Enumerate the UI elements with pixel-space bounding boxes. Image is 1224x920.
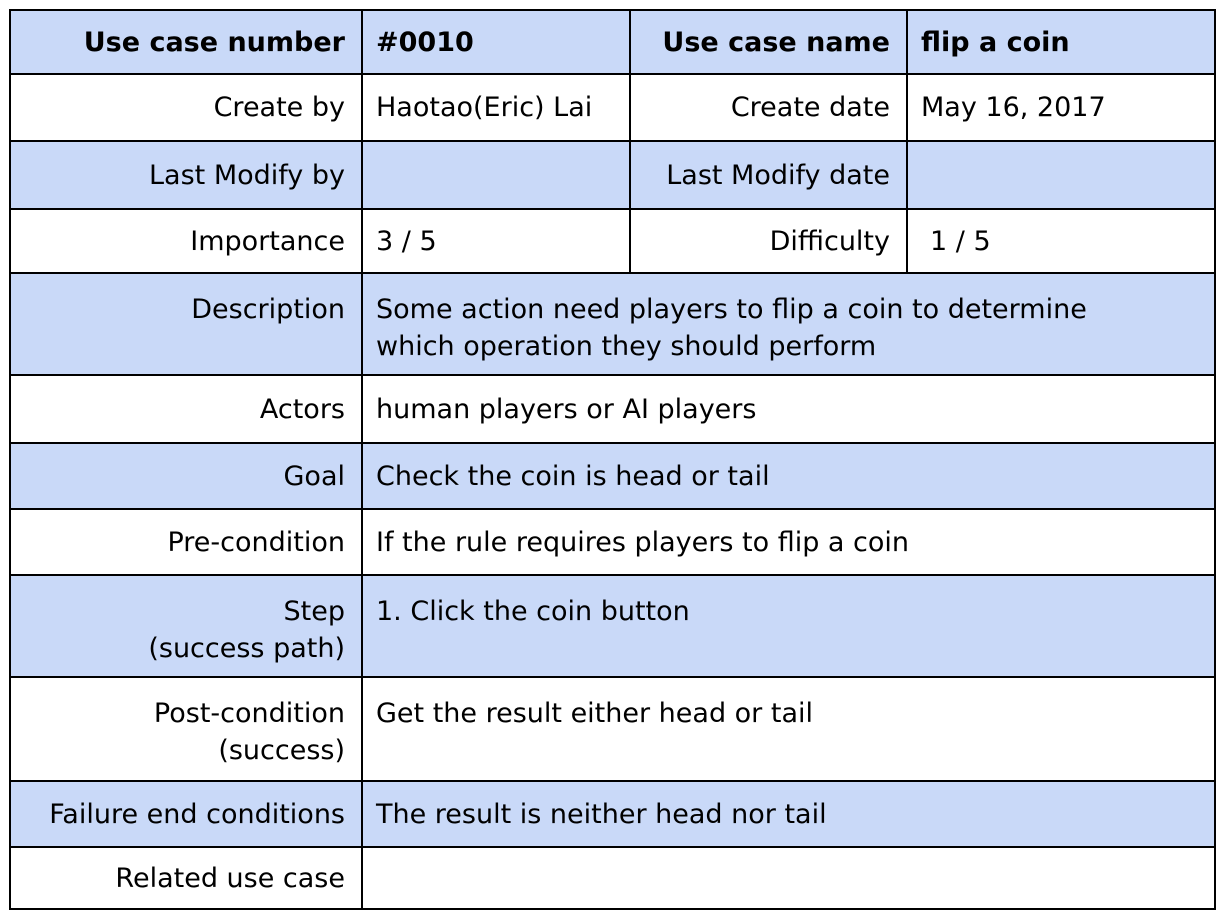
use-case-name-value: flip a coin [906,9,1216,75]
step-label: Step (success path) [9,574,363,678]
goal-row: Goal Check the coin is head or tail [9,442,1216,510]
description-line-1: Some action need players to flip a coin … [376,294,1087,325]
use-case-table: Use case number #0010 Use case name flip… [9,9,1216,910]
difficulty-value: 1 / 5 [906,208,1216,274]
description-value: Some action need players to flip a coin … [361,272,1216,376]
related-row: Related use case [9,846,1216,910]
goal-label: Goal [9,442,363,510]
last-modify-date-value [906,140,1216,210]
precondition-label: Pre-condition [9,508,363,576]
last-modify-by-value [361,140,631,210]
create-by-value: Haotao(Eric) Lai [361,73,631,142]
goal-value: Check the coin is head or tail [361,442,1216,510]
postcondition-label: Post-condition (success) [9,676,363,782]
description-label: Description [9,272,363,376]
description-row: Description Some action need players to … [9,272,1216,376]
step-value: 1. Click the coin button [361,574,1216,678]
postcondition-label-line-2: (success) [218,735,345,766]
related-label: Related use case [9,846,363,910]
importance-value: 3 / 5 [361,208,631,274]
importance-label: Importance [9,208,363,274]
postcondition-label-line-1: Post-condition [153,698,345,729]
last-modify-date-label: Last Modify date [629,140,908,210]
step-label-line-2: (success path) [148,633,345,664]
create-date-value: May 16, 2017 [906,73,1216,142]
use-case-name-label: Use case name [629,9,908,75]
related-value [361,846,1216,910]
failure-row: Failure end conditions The result is nei… [9,780,1216,848]
create-by-label: Create by [9,73,363,142]
failure-value: The result is neither head nor tail [361,780,1216,848]
precondition-row: Pre-condition If the rule requires playe… [9,508,1216,576]
step-row: Step (success path) 1. Click the coin but… [9,574,1216,678]
actors-value: human players or AI players [361,374,1216,444]
postcondition-row: Post-condition (success) Get the result e… [9,676,1216,782]
actors-row: Actors human players or AI players [9,374,1216,444]
failure-label: Failure end conditions [9,780,363,848]
use-case-number-label: Use case number [9,9,363,75]
precondition-value: If the rule requires players to flip a c… [361,508,1216,576]
create-row: Create by Haotao(Eric) Lai Create date M… [9,73,1216,142]
actors-label: Actors [9,374,363,444]
step-label-line-1: Step [283,596,345,627]
header-row: Use case number #0010 Use case name flip… [9,9,1216,75]
description-line-2: which operation they should perform [376,331,877,362]
importance-row: Importance 3 / 5 Difficulty 1 / 5 [9,208,1216,274]
last-modify-by-label: Last Modify by [9,140,363,210]
difficulty-label: Difficulty [629,208,908,274]
use-case-number-value: #0010 [361,9,631,75]
create-date-label: Create date [629,73,908,142]
last-modify-row: Last Modify by Last Modify date [9,140,1216,210]
postcondition-value: Get the result either head or tail [361,676,1216,782]
